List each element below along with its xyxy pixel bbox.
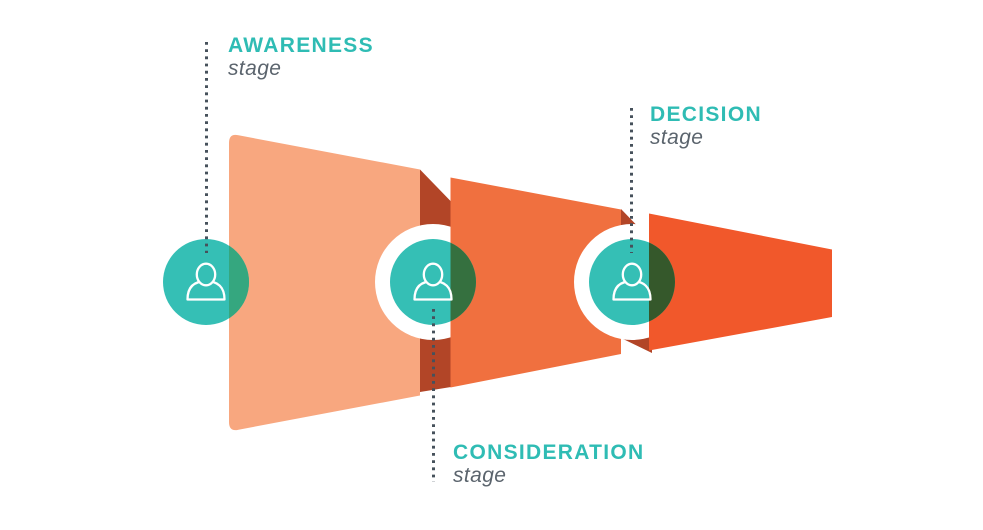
marker-overlap-consideration (450, 242, 476, 322)
stage-label-consideration: CONSIDERATION (453, 441, 645, 464)
user-icon-head (195, 262, 217, 287)
stage-label-awareness: AWARENESS (228, 34, 374, 57)
stage-sublabel-awareness: stage (228, 57, 282, 80)
user-icon (413, 262, 453, 301)
user-icon (186, 262, 226, 301)
user-icon (612, 262, 652, 301)
label-group-consideration: CONSIDERATION stage (453, 441, 645, 487)
funnel-segment-decision (649, 213, 832, 351)
stage-label-decision: DECISION (650, 103, 762, 126)
label-group-awareness: AWARENESS stage (228, 34, 374, 80)
label-group-decision: DECISION stage (650, 103, 762, 149)
stage-sublabel-consideration: stage (453, 464, 507, 487)
marker-overlap-awareness (229, 245, 249, 319)
user-icon-head (422, 262, 444, 287)
stage-sublabel-decision: stage (650, 126, 704, 149)
user-icon-head (621, 262, 643, 287)
marker-overlap-decision (649, 242, 675, 322)
funnel-segment-consideration (450, 177, 621, 388)
funnel-segment-awareness (229, 134, 420, 431)
